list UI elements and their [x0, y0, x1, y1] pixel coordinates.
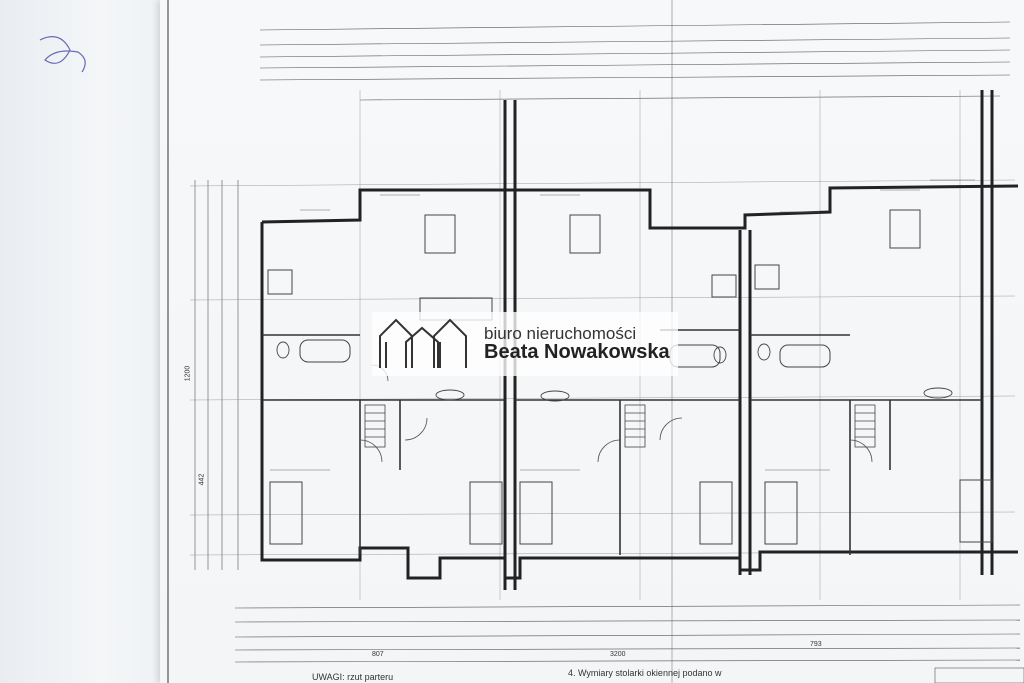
dimension-height-1: 1200 — [184, 365, 192, 382]
watermark-agency-name: Beata Nowakowska — [484, 341, 670, 364]
plan-note-right: 4. Wymiary stolarki okiennej podano w — [568, 668, 722, 678]
dimension-ticks — [270, 179, 975, 471]
agency-watermark: biuro nieruchomości Beata Nowakowska — [372, 312, 678, 376]
dimension-segment-a: 807 — [372, 651, 384, 658]
title-block — [934, 667, 1024, 683]
dimension-segment-b: 793 — [810, 641, 822, 648]
houses-logo-icon — [379, 318, 467, 368]
watermark-agency-type: biuro nieruchomości — [484, 323, 637, 343]
interior-walls — [262, 329, 982, 555]
kitchen-units — [267, 264, 780, 298]
handwritten-mark — [39, 36, 86, 73]
staircases — [364, 404, 876, 448]
paper-left-page — [0, 0, 170, 683]
bottom-dimension-lines — [234, 604, 1021, 663]
sanitary-fixtures — [276, 341, 953, 402]
plan-note-left: UWAGI: rzut parteru — [312, 672, 394, 682]
dimension-total: 3200 — [610, 651, 626, 658]
door-swings — [359, 364, 873, 463]
beds — [269, 479, 993, 545]
left-dimension-lines — [194, 180, 239, 570]
dimension-height-2: 442 — [198, 473, 206, 486]
top-dimension-lines — [259, 21, 1011, 101]
